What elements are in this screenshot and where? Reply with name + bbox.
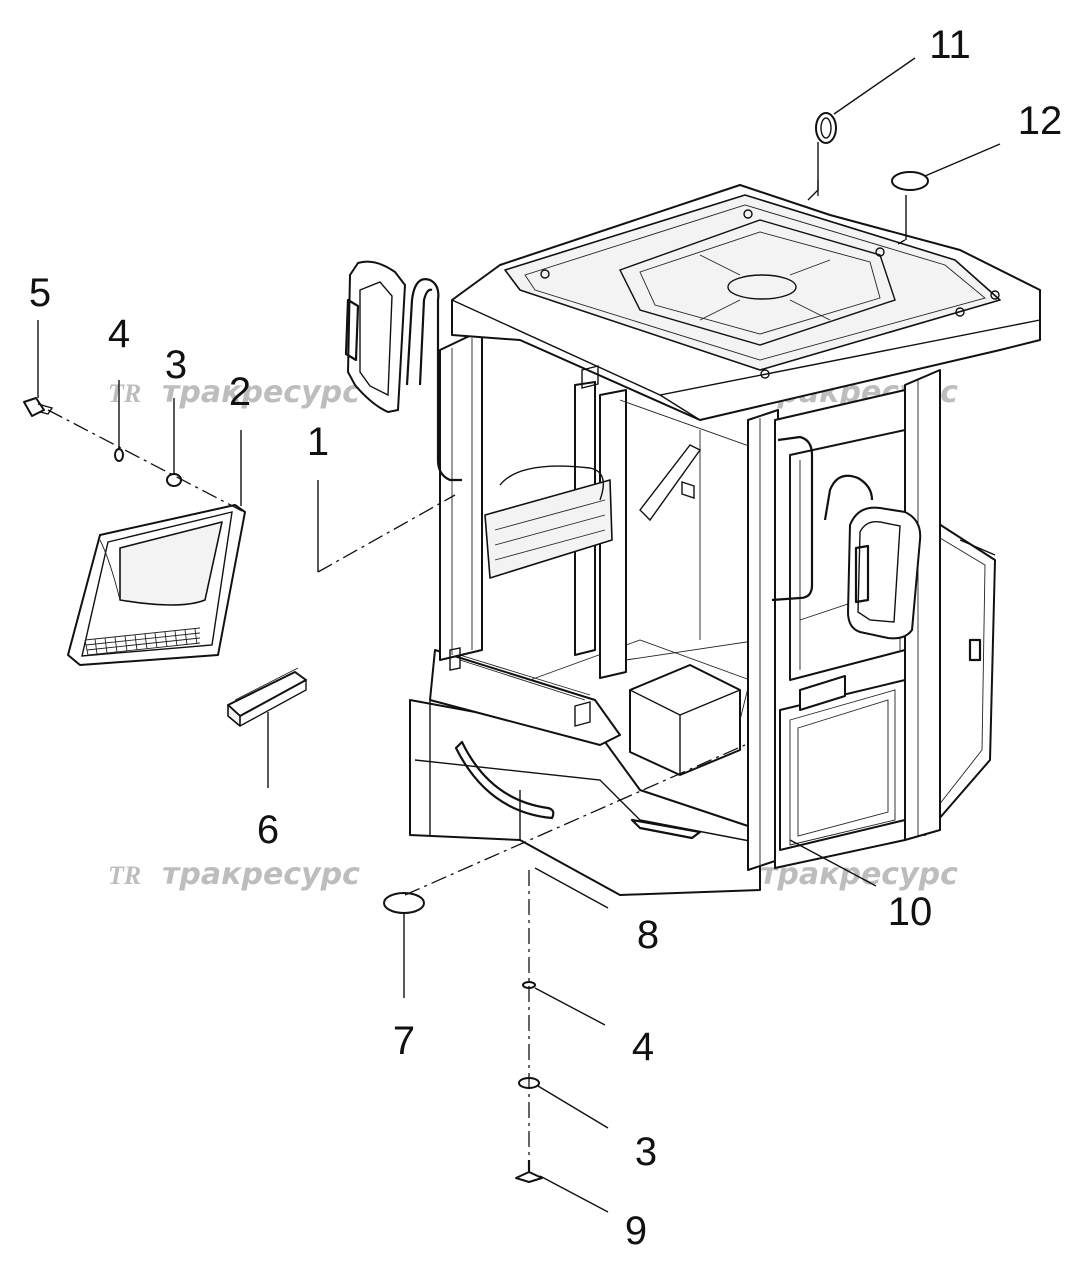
- leader-lines: [37, 57, 1001, 1213]
- callout-12: 12: [1018, 99, 1063, 143]
- callout-4-bottom: 4: [632, 1025, 654, 1069]
- callout-10: 10: [888, 890, 933, 934]
- watermark-logo: TR: [108, 861, 141, 890]
- ring-part-11: [815, 112, 837, 144]
- callout-3-top: 3: [165, 343, 187, 387]
- callout-9: 9: [625, 1209, 647, 1253]
- strip-part-6: [227, 667, 307, 727]
- callout-8: 8: [637, 913, 659, 957]
- washer-part-3-top: [166, 473, 182, 487]
- callout-4-top: 4: [108, 312, 130, 356]
- cab-assembly: [344, 184, 1041, 896]
- callout-1: 1: [307, 420, 329, 464]
- callout-3-bottom: 3: [635, 1130, 657, 1174]
- washer-part-4-top: [114, 448, 124, 462]
- ring-part-11-inner: [820, 117, 832, 139]
- callout-7: 7: [393, 1019, 415, 1063]
- callout-2: 2: [229, 370, 251, 414]
- plug-part-12: [891, 171, 929, 191]
- watermark-top-left: TR тракресурс: [108, 375, 360, 410]
- watermark-text: тракресурс: [162, 375, 360, 410]
- watermark-bottom-left: TR тракресурс: [108, 857, 360, 892]
- vent-cover-part-2: [67, 504, 246, 666]
- watermark-text: тракресурс: [162, 857, 360, 892]
- callout-11: 11: [929, 23, 971, 67]
- callouts: 1 2 3 4 5 6 7 8 10 4 3 9 11 12: [29, 23, 1062, 1253]
- bolt-part-5: [23, 397, 54, 417]
- callout-5: 5: [29, 271, 51, 315]
- watermark-logo: TR: [108, 379, 141, 408]
- callout-6: 6: [257, 808, 279, 852]
- plug-part-7: [383, 892, 425, 914]
